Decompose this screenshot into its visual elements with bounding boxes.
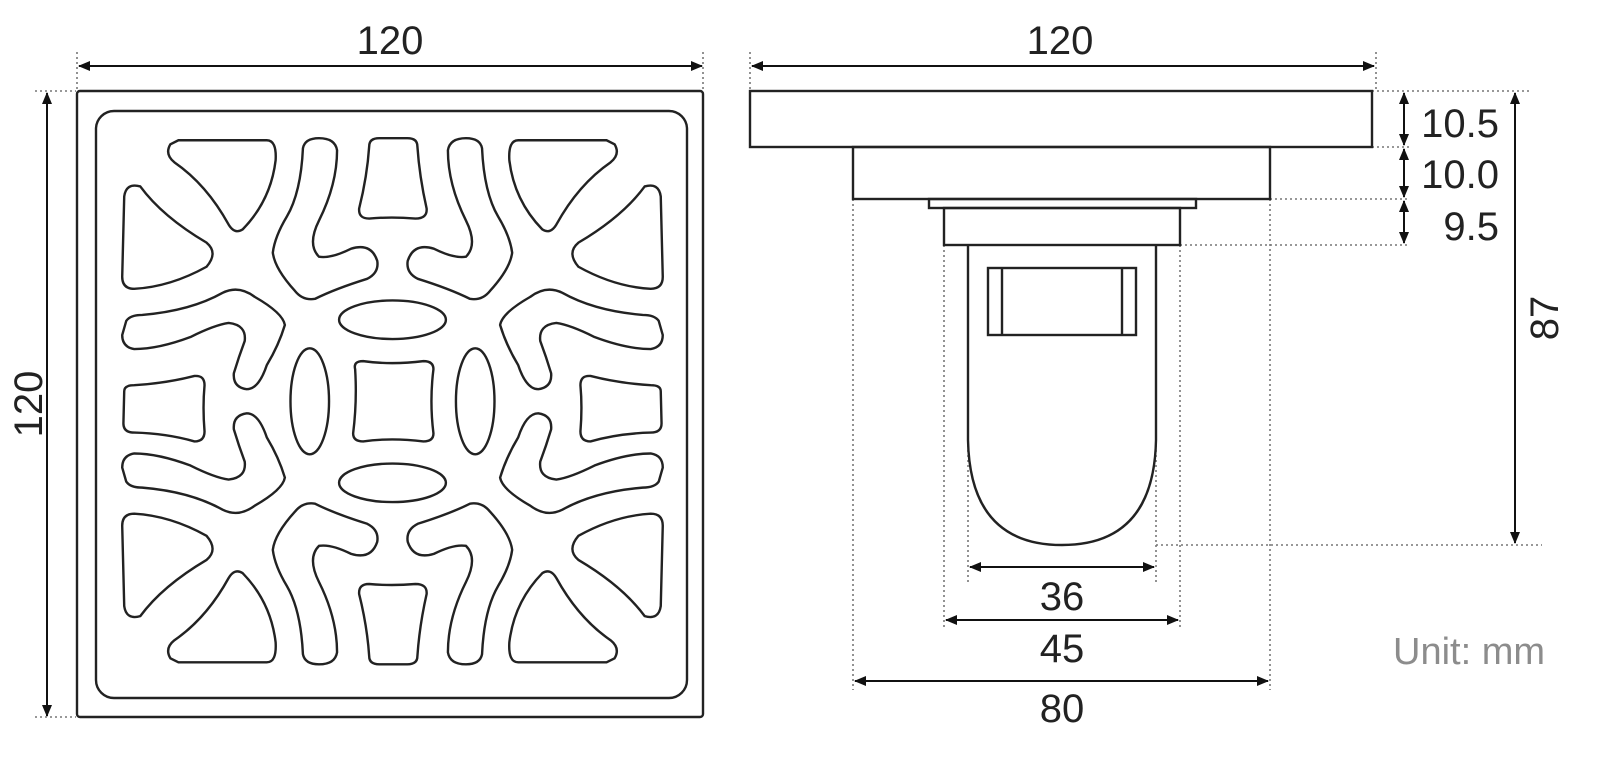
side-view: 120 10.5 10.0 9.5 87 36 45: [748, 19, 1567, 731]
trap-body: [966, 245, 1158, 547]
layer-label-2: 10.0: [1421, 153, 1499, 197]
body-width-label: 80: [1040, 687, 1085, 731]
cover-plate: [748, 89, 1374, 149]
grate-pattern: [121, 137, 664, 666]
layer-label-3: 9.5: [1443, 205, 1499, 249]
trap-width-label: 36: [1040, 575, 1085, 619]
side-width-label: 120: [1027, 19, 1094, 63]
top-height-label: 120: [7, 371, 51, 438]
top-width-label: 120: [357, 19, 424, 63]
collar-width-label: 45: [1040, 627, 1085, 671]
body-housing: [851, 145, 1272, 201]
top-view: 120 120: [7, 19, 705, 719]
grate-inner-frame: [94, 109, 689, 700]
flange: [927, 197, 1198, 210]
total-height-label: 87: [1523, 296, 1567, 341]
layer-label-1: 10.5: [1421, 102, 1499, 146]
collar: [942, 206, 1182, 247]
trap-window: [986, 266, 1138, 337]
unit-label: Unit: mm: [1393, 631, 1545, 673]
grate-outer-frame: [75, 89, 705, 719]
